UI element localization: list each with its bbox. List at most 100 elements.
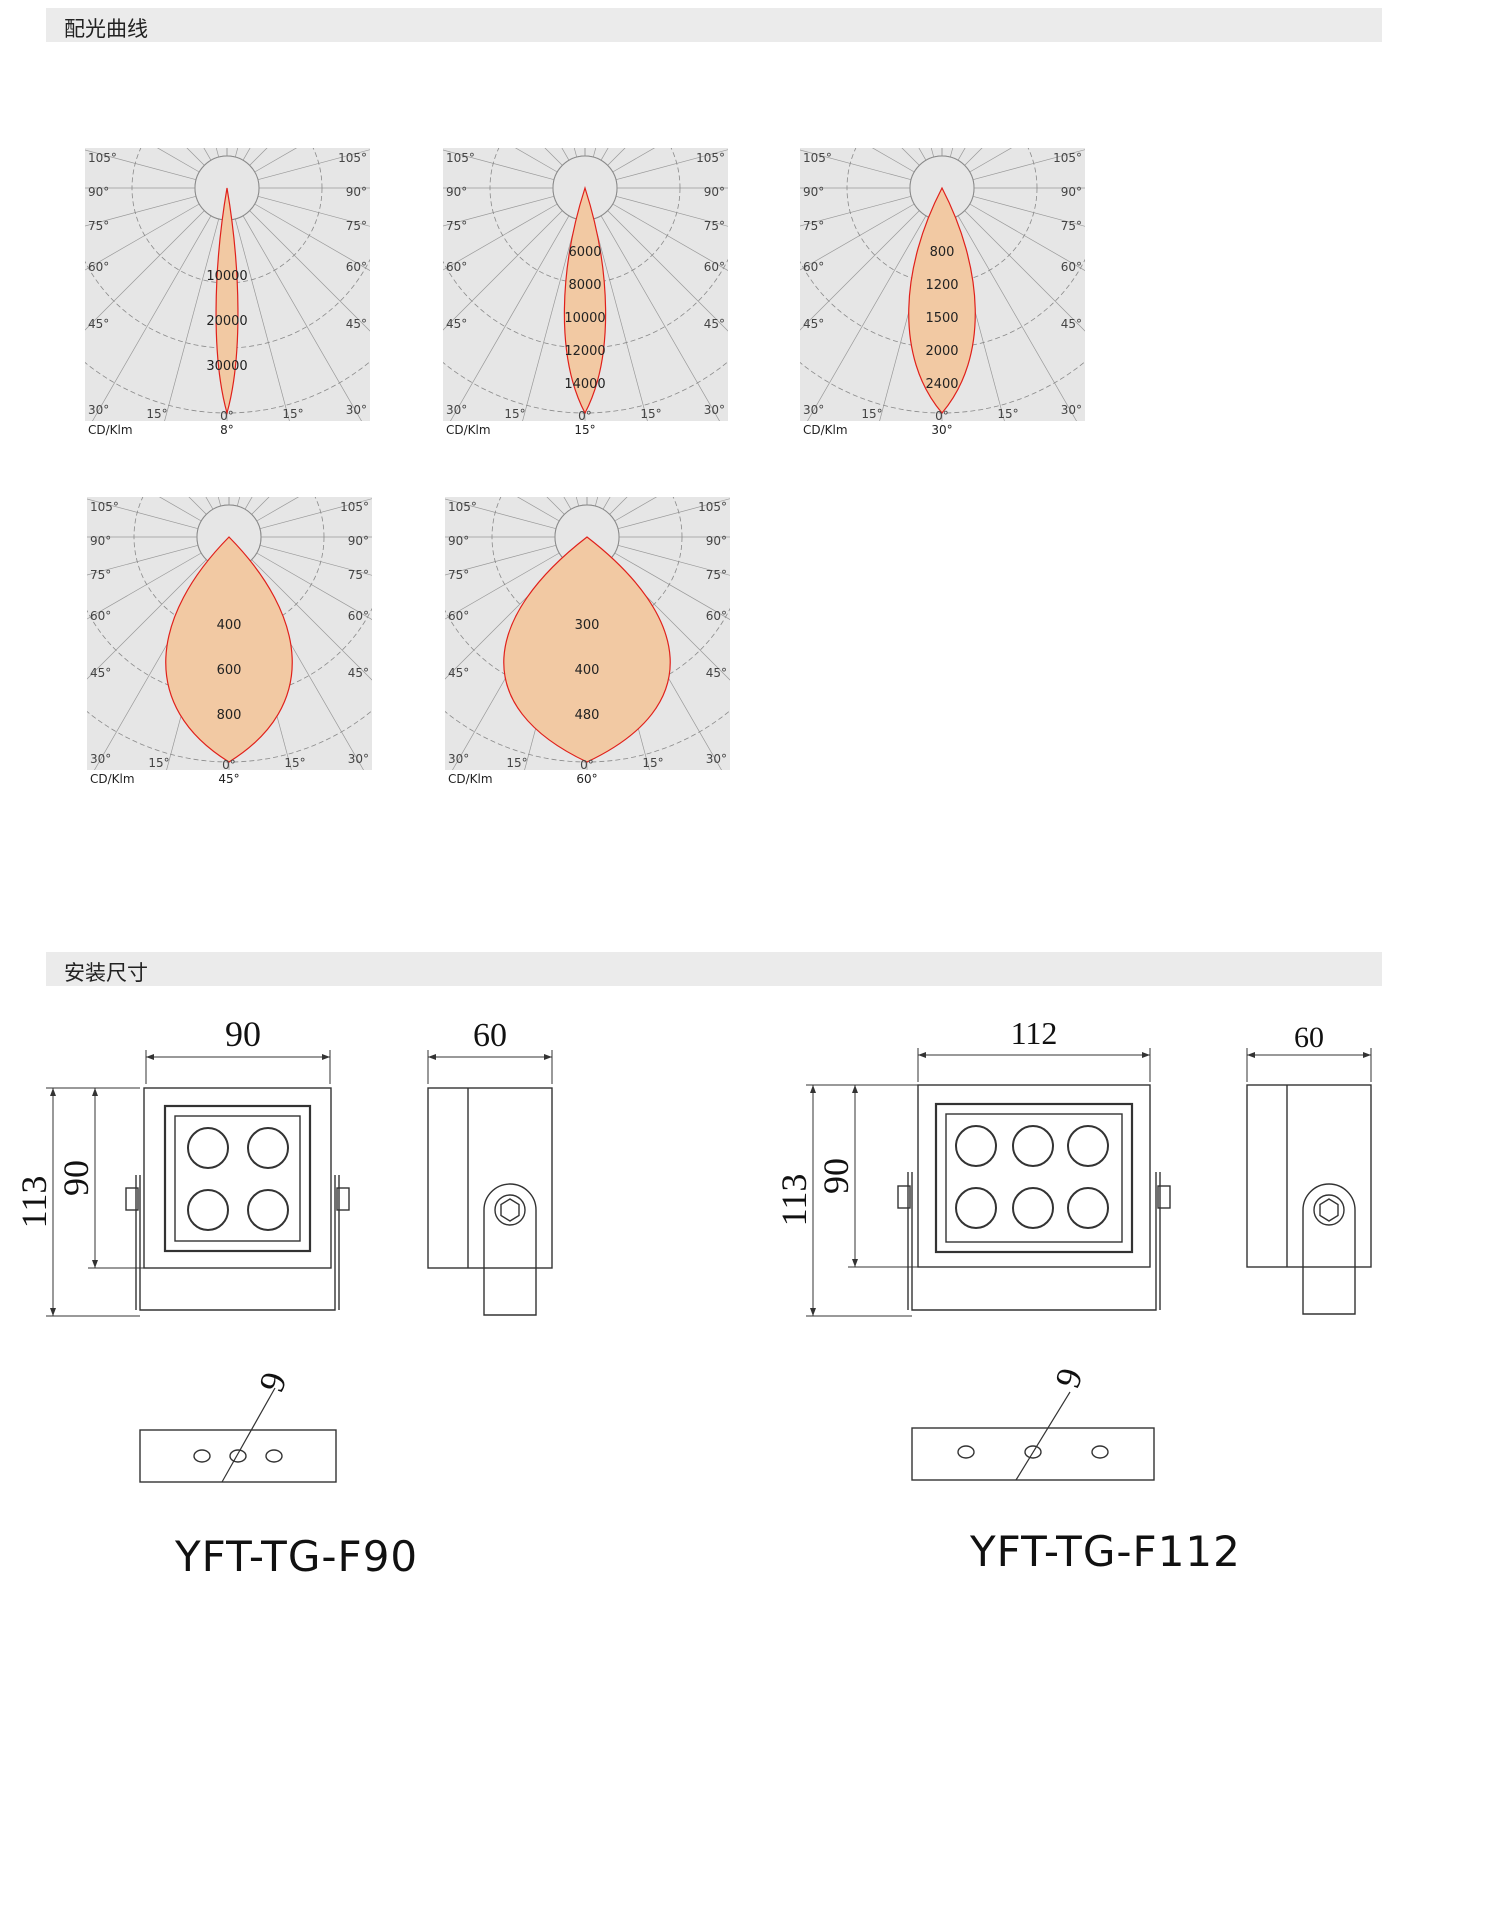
radial-value-label: 6000 <box>568 245 601 260</box>
led-lens-icon <box>1067 1187 1109 1229</box>
angle-label: 30° <box>88 403 109 417</box>
angle-label: 45° <box>88 317 109 331</box>
angle-label: 75° <box>803 219 824 233</box>
side-bracket <box>483 1183 537 1316</box>
beam-curve <box>908 186 976 414</box>
angle-label: 45° <box>803 317 824 331</box>
angle-label: 60° <box>1061 260 1082 274</box>
angle-label: 15° <box>148 756 169 770</box>
bracket <box>911 1172 1157 1311</box>
angle-label: 105° <box>446 151 475 165</box>
front-lens-window <box>945 1113 1123 1243</box>
dim-height-outer: 113 <box>14 1176 54 1229</box>
angle-label: 90° <box>803 185 824 199</box>
angle-label: 45° <box>446 317 467 331</box>
model-label-f90: YFT-TG-F90 <box>175 1532 419 1581</box>
angle-label: 45° <box>1061 317 1082 331</box>
beam-curve <box>165 536 293 763</box>
dim-width: 112 <box>1011 1015 1058 1051</box>
angle-label: 105° <box>338 151 367 165</box>
angle-label: 60° <box>90 609 111 623</box>
beam-curve <box>563 186 607 415</box>
radial-value-label: 480 <box>575 708 600 723</box>
led-lens-icon <box>247 1127 289 1169</box>
angle-label: 75° <box>346 219 367 233</box>
polar-svg: 105°90°75°60°45°30°105°90°75°60°45°30°15… <box>445 497 730 786</box>
angle-label: 75° <box>1061 219 1082 233</box>
angle-label: 75° <box>90 568 111 582</box>
angle-label: 60° <box>704 260 725 274</box>
polar-svg: 105°90°75°60°45°30°105°90°75°60°45°30°15… <box>85 148 370 437</box>
angle-label: 30° <box>348 752 369 766</box>
angle-label: 60° <box>346 260 367 274</box>
dim-width: 90 <box>225 1014 261 1054</box>
angle-label: 30° <box>346 403 367 417</box>
angle-label: 45° <box>706 666 727 680</box>
radial-value-label: 20000 <box>206 314 247 329</box>
front-frame <box>163 1104 312 1253</box>
polar-svg: 105°90°75°60°45°30°105°90°75°60°45°30°15… <box>87 497 372 786</box>
angle-label: 15° <box>504 407 525 421</box>
angle-label: 90° <box>704 185 725 199</box>
angle-label: 90° <box>1061 185 1082 199</box>
dim-depth: 60 <box>1294 1021 1324 1054</box>
led-lens-icon <box>247 1189 289 1231</box>
angle-label: 15° <box>506 756 527 770</box>
angle-label: 75° <box>348 568 369 582</box>
angle-label: 30° <box>803 403 824 417</box>
unit-label: CD/Klm <box>803 423 848 437</box>
angle-label: 30° <box>448 752 469 766</box>
angle-label-zero: 0° <box>222 758 236 772</box>
angle-label-zero: 0° <box>578 409 592 423</box>
bolt-left <box>897 1185 911 1209</box>
hex-nut-icon <box>500 1198 520 1222</box>
angle-label: 30° <box>1061 403 1082 417</box>
angle-label: 15° <box>642 756 663 770</box>
angle-label: 15° <box>861 407 882 421</box>
bolt-head-icon <box>494 1194 526 1226</box>
section-title: 安装尺寸 <box>64 961 148 985</box>
front-frame <box>934 1102 1134 1254</box>
angle-label: 15° <box>640 407 661 421</box>
radial-value-label: 800 <box>930 245 955 260</box>
mounting-plate <box>911 1427 1155 1481</box>
angle-label-zero: 0° <box>935 409 949 423</box>
beam-angle-label: 60° <box>576 772 597 786</box>
angle-label: 90° <box>348 534 369 548</box>
bolt-left <box>125 1187 139 1211</box>
angle-label: 45° <box>348 666 369 680</box>
angle-label: 45° <box>704 317 725 331</box>
angle-label: 105° <box>698 500 727 514</box>
mount-hole <box>1024 1445 1042 1459</box>
mount-hole <box>229 1449 247 1463</box>
bracket <box>139 1175 336 1311</box>
radial-value-label: 800 <box>217 708 242 723</box>
mount-hole <box>265 1449 283 1463</box>
led-lens-icon <box>187 1127 229 1169</box>
side-body <box>427 1087 553 1269</box>
angle-label: 105° <box>1053 151 1082 165</box>
radial-value-label: 2000 <box>925 344 958 359</box>
radial-value-label: 10000 <box>564 311 605 326</box>
angle-label: 30° <box>704 403 725 417</box>
dimension-drawing-f112: 112 60 113 90 6 <box>774 1015 1372 1481</box>
angle-label: 105° <box>340 500 369 514</box>
polar-chart-2: 105°90°75°60°45°30°105°90°75°60°45°30°15… <box>443 148 733 438</box>
mount-hole <box>1091 1445 1109 1459</box>
radial-value-label: 300 <box>575 618 600 633</box>
angle-label: 75° <box>448 568 469 582</box>
led-lens-icon <box>1012 1125 1054 1167</box>
side-bracket <box>1302 1183 1356 1315</box>
mount-hole <box>193 1449 211 1463</box>
angle-label: 15° <box>146 407 167 421</box>
unit-label: CD/Klm <box>90 772 135 786</box>
radial-value-label: 1200 <box>925 278 958 293</box>
radial-value-label: 400 <box>575 663 600 678</box>
section-title: 配光曲线 <box>64 17 148 41</box>
led-lens-icon <box>1067 1125 1109 1167</box>
radial-value-label: 1500 <box>925 311 958 326</box>
section-header-installation-size: 安装尺寸 <box>46 952 1382 986</box>
angle-label: 90° <box>90 534 111 548</box>
unit-label: CD/Klm <box>88 423 133 437</box>
polar-chart-1: 105°90°75°60°45°30°105°90°75°60°45°30°15… <box>85 148 375 438</box>
